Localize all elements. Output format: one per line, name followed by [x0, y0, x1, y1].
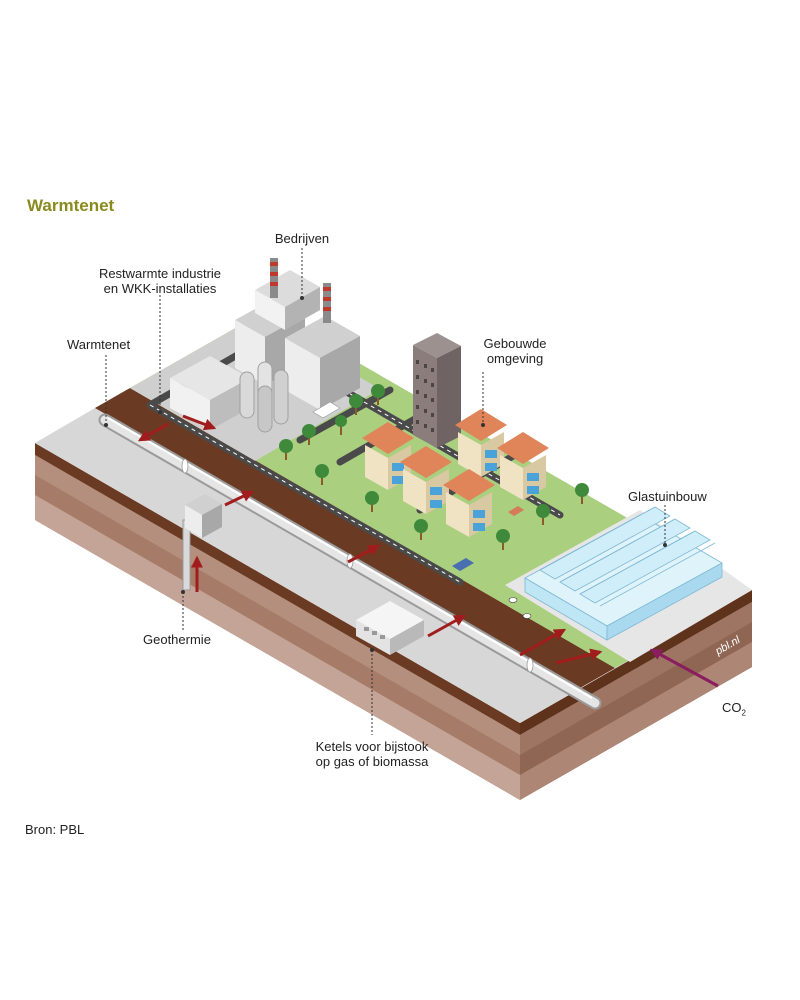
diagram-title: Warmtenet [27, 196, 115, 215]
label-bedrijven: Bedrijven [274, 231, 330, 246]
soil-block [35, 443, 752, 800]
label-co2: CO2 [722, 700, 746, 718]
house [443, 469, 495, 537]
label-ketels: Ketels voor bijstook op gas of biomassa [315, 739, 429, 769]
co2-arrow [649, 648, 719, 688]
label-restwarmte: Restwarmte industrie en WKK-installaties [98, 266, 222, 296]
house [400, 446, 452, 514]
house [497, 432, 549, 500]
leader-lines [105, 248, 666, 735]
label-geothermie: Geothermie [143, 632, 211, 647]
greenhouse [524, 506, 723, 641]
label-glastuinbouw: Glastuinbouw [628, 489, 707, 504]
geothermal-well [182, 494, 222, 592]
cows [508, 597, 532, 619]
factory-complex [170, 258, 360, 433]
heat-flow-arrows [137, 414, 603, 665]
label-gebouwde-omgeving: Gebouwde omgeving [483, 336, 547, 366]
apartment-tower [413, 333, 461, 448]
houses [362, 409, 549, 537]
car [508, 506, 524, 516]
trees [279, 384, 589, 550]
boiler-building [356, 601, 424, 655]
source-note: Bron: PBL [25, 822, 85, 837]
car [452, 558, 474, 571]
leader-dots [104, 296, 667, 652]
label-warmtenet: Warmtenet [67, 337, 131, 352]
